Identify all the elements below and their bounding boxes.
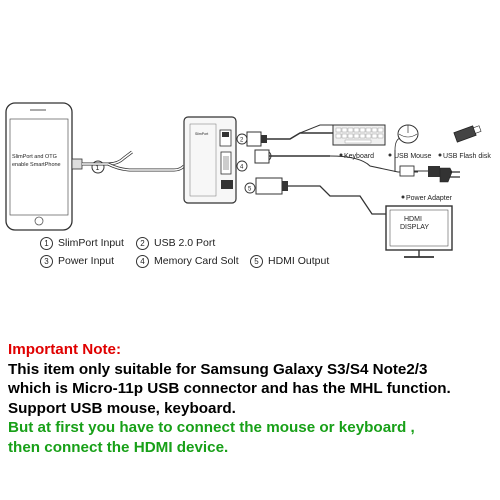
svg-text:5: 5 <box>248 187 252 193</box>
slimport-badge-1: 1 <box>96 165 100 172</box>
note-warning-line: then connect the HDMI device. <box>8 438 229 456</box>
usb-mouse-label: USB Mouse <box>394 153 431 160</box>
keyboard-illustration: Keyboard <box>332 124 386 160</box>
hdmi-display-label-line-2: DISPLAY <box>400 224 429 231</box>
device-cables <box>288 124 440 215</box>
usb-plugs <box>246 131 333 195</box>
note-warning-line: But at first you have to connect the mou… <box>8 419 415 437</box>
legend-label: HDMI Output <box>268 255 330 267</box>
note-line: which is Micro-11p USB connector and has… <box>8 380 451 398</box>
phone-screen-text-line-2: enable SmartPhone <box>12 162 61 168</box>
legend-number: 1 <box>40 236 53 250</box>
legend-item: 2 USB 2.0 Port <box>136 236 250 250</box>
usb-flash-disk-illustration: USB Flash disk <box>438 125 491 160</box>
legend-number: 5 <box>250 254 263 268</box>
port-legend: 1 SlimPort Input 2 USB 2.0 Port 3 Power … <box>40 234 340 270</box>
legend-row: 1 SlimPort Input 2 USB 2.0 Port <box>40 234 340 252</box>
svg-text:4: 4 <box>240 165 244 171</box>
legend-number: 4 <box>136 254 149 268</box>
legend-item: 3 Power Input <box>40 254 136 268</box>
note-title: Important Note: <box>8 341 122 358</box>
legend-item: 5 HDMI Output <box>250 254 330 268</box>
svg-text:2: 2 <box>240 138 244 144</box>
legend-label: Memory Card Solt <box>154 255 239 267</box>
legend-item: 1 SlimPort Input <box>40 236 136 250</box>
note-line: Support USB mouse, keyboard. <box>8 399 236 417</box>
smartphone-illustration: SlimPort and OTG enable SmartPhone 1 <box>5 102 105 231</box>
legend-number: 2 <box>136 236 149 250</box>
legend-label: SlimPort Input <box>58 237 124 249</box>
usb-mouse-illustration: USB Mouse <box>388 124 431 160</box>
usb-flash-disk-label: USB Flash disk <box>443 153 491 160</box>
power-adapter-illustration: Power Adapter <box>401 167 460 202</box>
important-note: Important Note: This item only suitable … <box>8 340 498 458</box>
phone-screen-text-line-1: SlimPort and OTG <box>12 154 57 160</box>
note-line: This item only suitable for Samsung Gala… <box>8 360 428 378</box>
legend-item: 4 Memory Card Solt <box>136 254 250 268</box>
legend-label: USB 2.0 Port <box>154 237 216 249</box>
power-adapter-label: Power Adapter <box>406 195 453 202</box>
legend-number: 3 <box>40 254 53 268</box>
legend-label: Power Input <box>58 255 115 267</box>
legend-row: 3 Power Input 4 Memory Card Solt 5 HDMI … <box>40 252 340 270</box>
keyboard-label: Keyboard <box>344 153 374 160</box>
slimport-cable <box>71 150 186 172</box>
slimport-hub: SlimPort <box>183 116 237 204</box>
svg-text:SlimPort: SlimPort <box>195 132 208 136</box>
hdmi-display-illustration: HDMI DISPLAY <box>385 205 453 258</box>
hdmi-display-label-line-1: HDMI <box>404 216 422 223</box>
